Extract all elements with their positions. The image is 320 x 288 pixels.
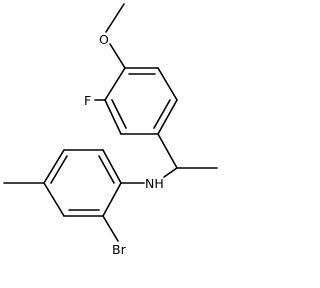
bond-chiral-carbon-amine — [163, 167, 178, 178]
bond-oxygen-ring — [109, 43, 126, 69]
amine-label: NH — [145, 176, 164, 191]
bond-upper-ring-2 — [157, 67, 178, 101]
bond-lower-ring-1-inner — [98, 155, 115, 184]
bond-lower-ring-3 — [43, 149, 65, 184]
bond-upper-ring-3 — [157, 99, 178, 135]
bond-ring-bromine — [102, 215, 119, 242]
bond-lower-ring-6 — [102, 182, 122, 217]
bond-upper-ring-6 — [104, 67, 126, 101]
bond-methyl-oxygen — [105, 3, 125, 33]
bond-upper-ring-5 — [104, 99, 122, 135]
bond-ring-chiral-carbon — [157, 133, 178, 169]
bond-upper-ring-3-inner — [153, 99, 171, 129]
bond-upper-ring-5-inner — [111, 99, 127, 129]
oxygen-label: O — [99, 32, 109, 47]
bond-lower-ring-3-inner — [50, 155, 68, 184]
bond-lower-ring-4 — [43, 182, 65, 217]
bond-lower-ring-1 — [102, 149, 122, 184]
molecule-structure-diagram: O F NH Br — [3, 3, 218, 257]
fluorine-label: F — [84, 93, 91, 108]
bromine-label: Br — [112, 242, 127, 257]
